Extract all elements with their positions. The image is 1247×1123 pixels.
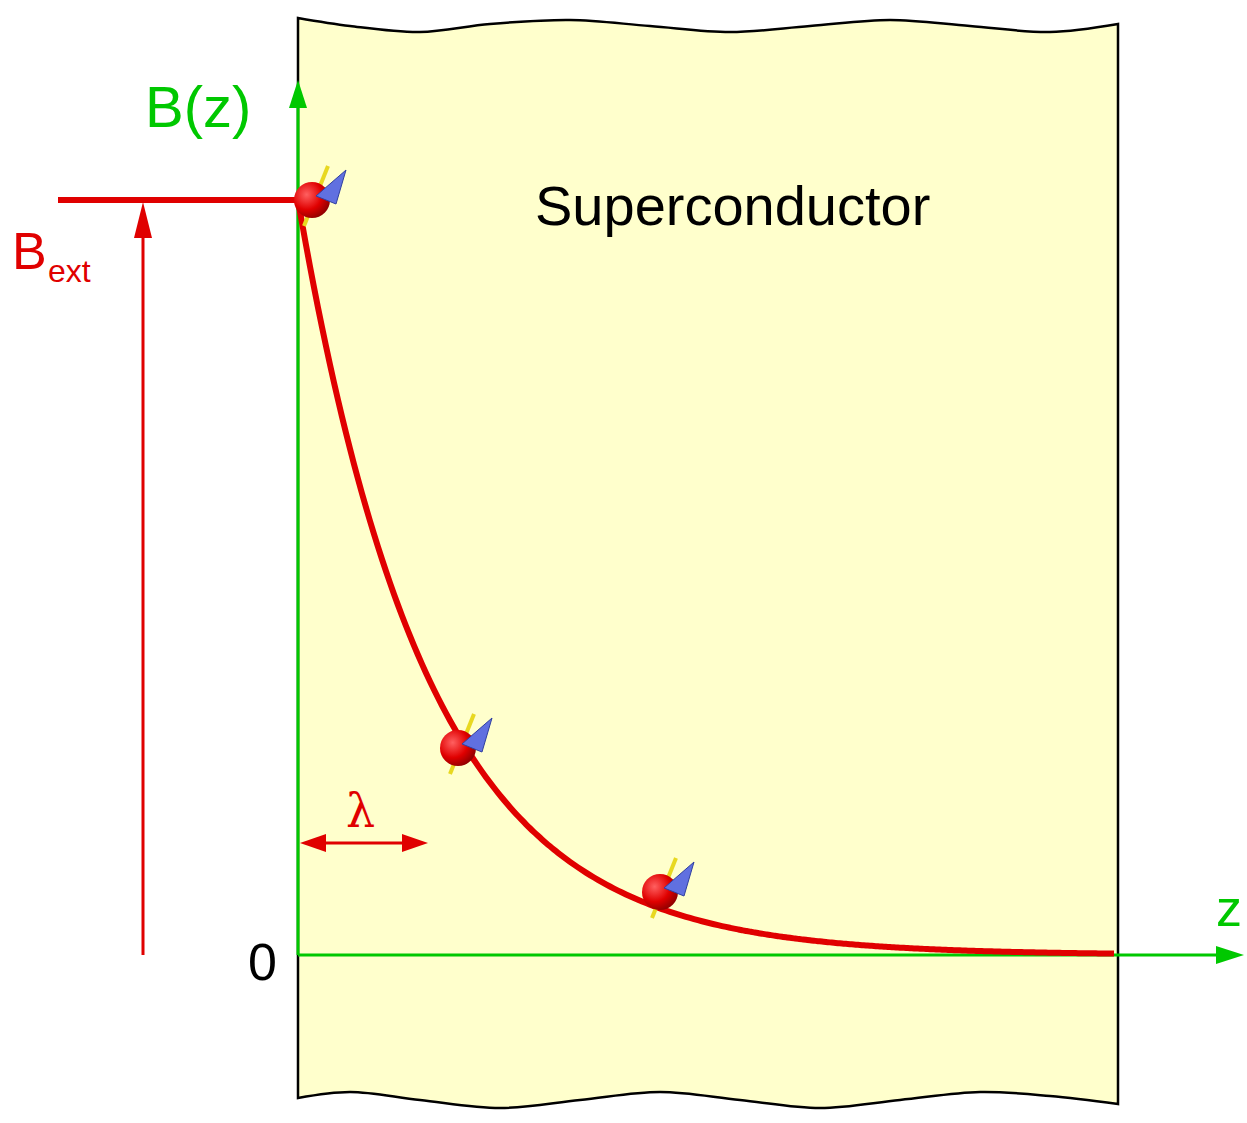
- muon: [294, 166, 346, 226]
- region-label: Superconductor: [535, 178, 930, 234]
- b-axis-head: [289, 80, 307, 108]
- axis-label: z: [1216, 882, 1242, 934]
- muon-body: [642, 874, 678, 910]
- muon: [440, 714, 492, 774]
- axis-label: B(z): [145, 78, 251, 136]
- bext-arrow: [142, 232, 145, 955]
- penetration-depth: λ: [346, 788, 375, 834]
- bext-arrow-head: [134, 202, 152, 238]
- muon-momentum: [664, 862, 694, 896]
- slab-outline: [298, 18, 1118, 1108]
- lambda-arrow-head: [300, 834, 326, 852]
- field-label: B: [12, 225, 47, 277]
- lambda-arrow-head: [402, 834, 428, 852]
- muon-momentum: [462, 718, 492, 752]
- b-axis: [297, 104, 300, 955]
- origin-label: 0: [248, 936, 277, 988]
- field-subscript: ext: [48, 255, 91, 287]
- field-decay-curve: [298, 200, 1114, 954]
- external-field-line: [58, 197, 298, 203]
- z-axis-head: [1216, 946, 1244, 964]
- lambda-arrow: [322, 842, 404, 845]
- muon-body: [294, 182, 330, 218]
- muon-body: [440, 730, 476, 766]
- muon-momentum: [316, 170, 346, 204]
- muon: [642, 858, 694, 918]
